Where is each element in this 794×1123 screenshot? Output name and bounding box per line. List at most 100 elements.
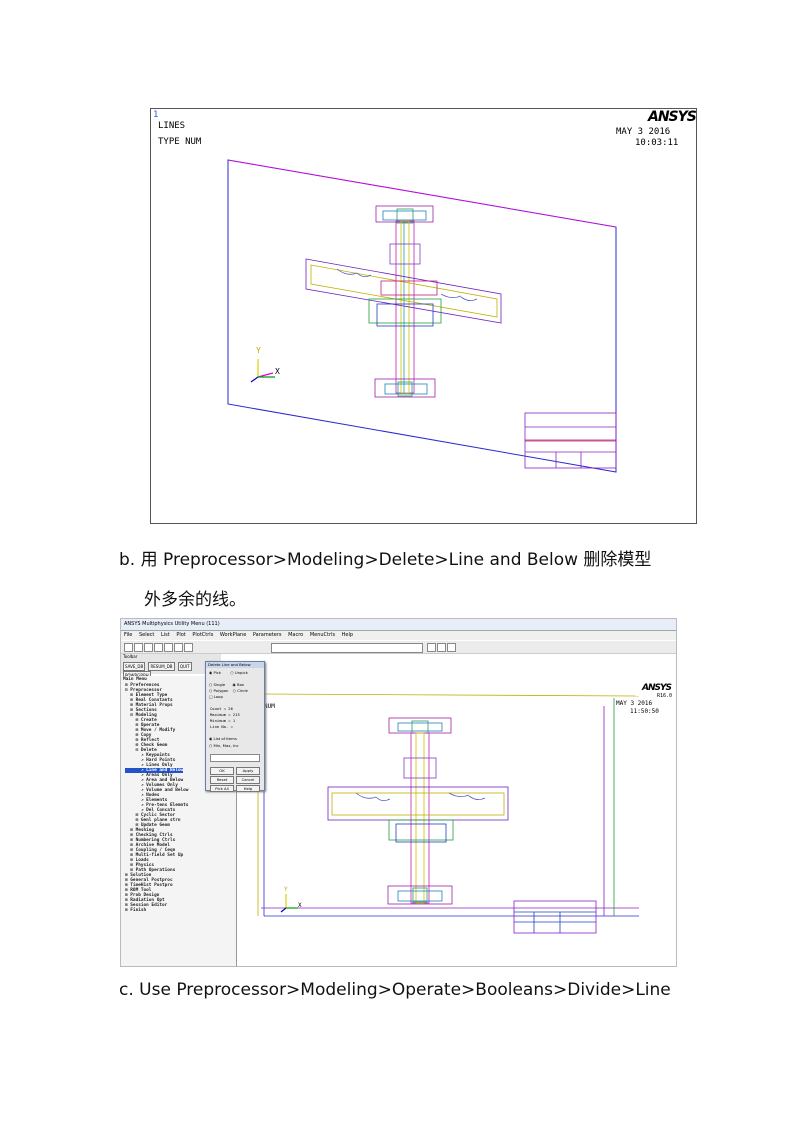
plot-time: 10:03:11 <box>635 138 679 148</box>
save-icon[interactable] <box>144 643 153 652</box>
main-menu-item[interactable]: ↗ Volumes Only <box>125 783 178 788</box>
main-menu-item[interactable]: ⊞ Numbering Ctrls <box>125 838 176 843</box>
main-menu-item[interactable]: ⊞ Preferences <box>125 683 160 688</box>
menu-file[interactable]: File <box>124 632 133 638</box>
main-menu-item[interactable]: ⊞ Archive Model <box>125 843 170 848</box>
item-entry-field[interactable] <box>210 754 260 762</box>
main-menu-item[interactable]: ⊞ Update Geom <box>125 823 170 828</box>
pick-all-button[interactable]: Pick All <box>210 785 234 792</box>
loop-checkbox[interactable]: □ <box>209 694 214 699</box>
quit-button[interactable]: QUIT <box>177 662 192 671</box>
apply-button[interactable]: Apply <box>236 767 260 775</box>
main-menu-item[interactable]: ⊞ Sections <box>125 708 157 713</box>
pan-zoom-icon[interactable] <box>154 643 163 652</box>
command-input[interactable] <box>271 643 423 653</box>
circle-radio[interactable]: ○ <box>232 688 238 693</box>
main-menu-item[interactable]: ⊞ Move / Modify <box>125 728 176 733</box>
main-menu-item[interactable]: ↗ Keypoints <box>125 753 170 758</box>
circle-label: Circle <box>237 688 248 693</box>
main-menu-item[interactable]: ⊞ Operate <box>125 723 160 728</box>
main-menu-item[interactable]: ↗ Areas Only <box>125 773 173 778</box>
unpick-radio[interactable]: ○ <box>230 670 235 675</box>
main-menu-item[interactable]: ⊞ Material Props <box>125 703 173 708</box>
main-menu-item[interactable]: ⊞ Real Constants <box>125 698 173 703</box>
main-menu-item[interactable]: ⊞ Finish <box>125 908 147 913</box>
main-menu-item[interactable]: ↗ Volume and Below <box>125 788 189 793</box>
main-menu-item[interactable]: ⊞ Radiation Opt <box>125 898 165 903</box>
main-menu-item[interactable]: ⊞ Prob Design <box>125 893 160 898</box>
main-menu-item[interactable]: ⊞ Physics <box>125 863 155 868</box>
main-menu-item[interactable]: ↗ Area and Below <box>125 778 184 783</box>
main-menu-item[interactable]: ⊞ Check Geom <box>125 743 168 748</box>
main-menu-item[interactable]: ⊞ Session Editor <box>125 903 168 908</box>
main-menu-item[interactable]: ↗ Lines Only <box>125 763 173 768</box>
help-icon[interactable] <box>184 643 193 652</box>
report-icon[interactable] <box>174 643 183 652</box>
main-menu-item[interactable]: ↗ Elements <box>125 798 168 803</box>
list-items-label: List of Items <box>213 736 237 741</box>
menu-workplane[interactable]: WorkPlane <box>219 632 247 638</box>
menu-help[interactable]: Help <box>341 632 354 638</box>
menu-plot[interactable]: Plot <box>176 632 186 638</box>
cancel-button[interactable]: Cancel <box>236 776 260 784</box>
ok-button[interactable]: OK <box>210 767 234 775</box>
main-menu-item[interactable]: ↗ Pre-tens Elemnts <box>125 803 189 808</box>
main-menu-item[interactable]: ⊞ Loads <box>125 858 149 863</box>
reset-button[interactable]: Reset <box>210 776 234 784</box>
layout-icon[interactable] <box>437 643 446 652</box>
box-radio[interactable]: ◉ <box>232 682 237 687</box>
menu-select[interactable]: Select <box>138 632 155 638</box>
main-menu-item[interactable]: ⊞ TimeHist Postpro <box>125 883 173 888</box>
main-menu-item[interactable]: ⊞ ROM Tool <box>125 888 152 893</box>
grid-icon[interactable] <box>447 643 456 652</box>
main-menu-title: Main Menu <box>123 677 147 682</box>
main-menu-item[interactable]: ⊞ Meshing <box>125 828 155 833</box>
pick-radio[interactable]: ◉ <box>209 670 214 675</box>
menu-parameters[interactable]: Parameters <box>252 632 282 638</box>
help-button[interactable]: Help <box>236 785 260 792</box>
image-capture-icon[interactable] <box>164 643 173 652</box>
axis-x-label-2: X <box>298 902 302 909</box>
main-menu-item[interactable]: ↗ Nodes <box>125 793 160 798</box>
main-menu-item[interactable]: ⊟ Preprocessor <box>125 688 163 693</box>
main-menu-item[interactable]: ↗ Hard Points <box>125 758 176 763</box>
menu-menuctrls[interactable]: MenuCtrls <box>309 632 336 638</box>
main-menu-item[interactable]: ⊟ Delete <box>125 748 157 753</box>
axis-y-label-2: Y <box>284 886 288 893</box>
single-radio[interactable]: ○ <box>209 682 214 687</box>
list-items-radio[interactable]: ◉ <box>209 736 214 741</box>
main-menu-item[interactable]: ⊞ Checking Ctrls <box>125 833 173 838</box>
axes-triad <box>250 359 275 383</box>
min-max-inc-radio[interactable]: ○ <box>209 743 214 748</box>
save-db-button[interactable]: SAVE_DB <box>123 662 146 671</box>
maximum-text: Maximum = 213 <box>210 712 240 717</box>
line-no-text: Line No. = <box>210 724 233 729</box>
main-menu-item[interactable]: ⊞ Coupling / Ceqn <box>125 848 176 853</box>
ansys-toolbar: Toolbar SAVE_DB RESUM_DB QUIT POWRGRPH <box>121 654 221 680</box>
polygon-radio[interactable]: ○ <box>209 688 214 693</box>
main-menu-item[interactable]: ⊞ General Postproc <box>125 878 173 883</box>
menu-macro[interactable]: Macro <box>288 632 304 638</box>
work-plane-outline <box>227 159 617 473</box>
menu-list[interactable]: List <box>161 632 170 638</box>
main-menu-item[interactable]: ⊞ Copy <box>125 733 152 738</box>
main-menu-item[interactable]: ⊞ Element Type <box>125 693 168 698</box>
main-menu-item[interactable]: ⊞ Path Operations <box>125 868 176 873</box>
main-menu-item[interactable]: ⊞ Solution <box>125 873 152 878</box>
main-menu-item[interactable]: ⊞ Reflect <box>125 738 160 743</box>
resume-db-button[interactable]: RESUM_DB <box>148 662 175 671</box>
graphics-window[interactable]: NUM ANSYS R16.0 MAY 3 2016 11:50:50 <box>244 676 676 966</box>
menu-plotctrls[interactable]: PlotCtrls <box>192 632 214 638</box>
main-menu-item[interactable]: ⊟ Modeling <box>125 713 157 718</box>
execute-icon[interactable] <box>427 643 436 652</box>
main-menu-item[interactable]: ↗ Del Concats <box>125 808 176 813</box>
main-menu-item[interactable]: ⊞ Genl plane strn <box>125 818 181 823</box>
main-menu-item[interactable]: ⊞ Multi-field Set Up <box>125 853 184 858</box>
main-menu-item[interactable]: ⊞ Cyclic Sector <box>125 813 176 818</box>
main-menu-item[interactable]: ⊞ Create <box>125 718 157 723</box>
polygon-label: Polygon <box>213 688 229 693</box>
main-menu-item[interactable]: ↗ Line and Below <box>125 768 184 773</box>
open-icon[interactable] <box>134 643 143 652</box>
count-text: Count = 26 <box>210 706 233 711</box>
new-icon[interactable] <box>124 643 133 652</box>
